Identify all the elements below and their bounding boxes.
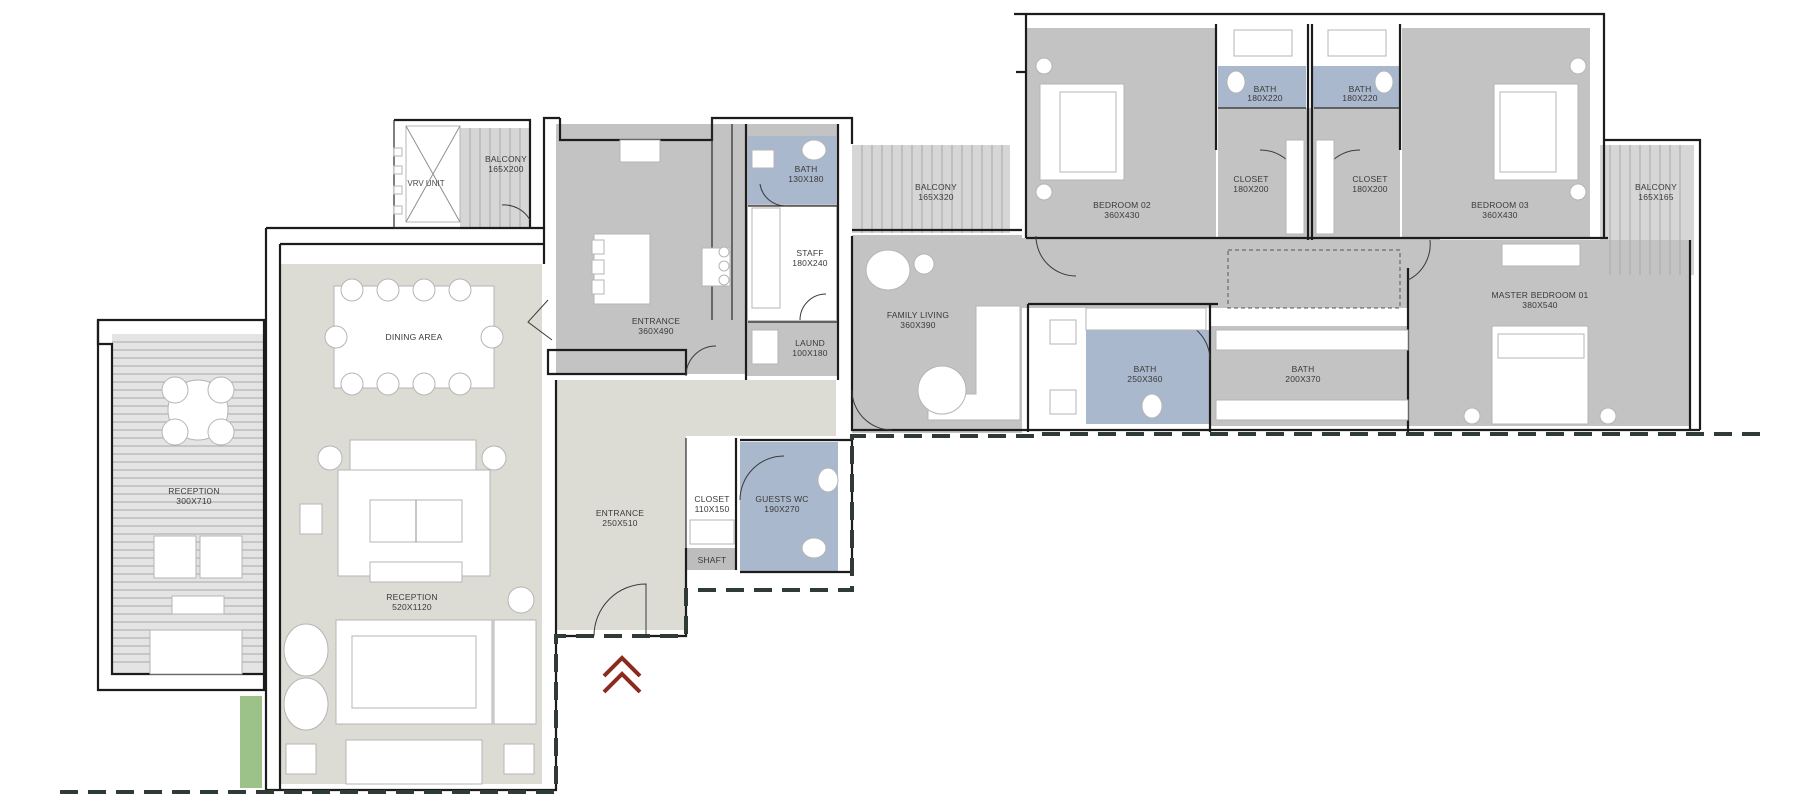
balcony-b-floor (852, 145, 1010, 233)
bath-a-name: BATH (795, 164, 818, 174)
closet-c-name: CLOSET (694, 494, 729, 504)
bedroom03-dims: 360X430 (1482, 210, 1518, 220)
reception-terrace-name: RECEPTION (168, 486, 219, 496)
reception-dims: 520X1120 (392, 602, 432, 612)
dining-name: DINING AREA (386, 332, 443, 342)
terrace-chair (207, 418, 235, 446)
entrance-kitchen-dims: 360X490 (638, 326, 674, 336)
closet-b-dims: 180X200 (1352, 184, 1388, 194)
entrance-floor-2 (686, 380, 836, 436)
balcony-a-dims: 165X200 (488, 164, 524, 174)
closet-b-name: CLOSET (1352, 174, 1387, 184)
dining-chairs (324, 278, 504, 396)
room-labels: BALCONY 165X200 VRV UNIT BATH 130X180 ST… (168, 84, 1677, 612)
master-dims: 380X540 (1522, 300, 1558, 310)
reception-terrace-dims: 300X710 (176, 496, 212, 506)
terrace-chair (161, 376, 189, 404)
staff-name: STAFF (796, 248, 823, 258)
bath-b-name: BATH (1254, 84, 1277, 94)
laund-dims: 100X180 (792, 348, 828, 358)
laund-name: LAUND (795, 338, 825, 348)
master-name: MASTER BEDROOM 01 (1492, 290, 1589, 300)
family-living-name: FAMILY LIVING (887, 310, 949, 320)
site-boundary (60, 432, 1760, 794)
bath-c-dims: 180X220 (1342, 93, 1378, 103)
bath-e-name: BATH (1292, 364, 1315, 374)
shaft-floor (686, 548, 736, 570)
reception-name: RECEPTION (386, 592, 437, 602)
balcony-a-name: BALCONY (485, 154, 527, 164)
shaft-name: SHAFT (698, 555, 727, 565)
planter (240, 696, 262, 788)
balcony-a-floor (460, 128, 530, 228)
staff-dims: 180X240 (792, 258, 828, 268)
guests-wc-dims: 190X270 (764, 504, 800, 514)
balcony-c-name: BALCONY (1635, 182, 1677, 192)
family-living-dims: 360X390 (900, 320, 936, 330)
bedroom02-name: BEDROOM 02 (1093, 200, 1151, 210)
bath-a-dims: 130X180 (788, 174, 824, 184)
entrance-floor (556, 380, 686, 630)
entrance-main-dims: 250X510 (602, 518, 638, 528)
hall-floor (1022, 238, 1440, 308)
bath-b-dims: 180X220 (1247, 93, 1283, 103)
entrance-main-name: ENTRANCE (596, 508, 644, 518)
guests-wc-name: GUESTS WC (755, 494, 808, 504)
balcony-b-dims: 165X320 (918, 192, 954, 202)
furniture (149, 29, 1617, 788)
bath-c-name: BATH (1349, 84, 1372, 94)
bedroom02-dims: 360X430 (1104, 210, 1140, 220)
bath-d-name: BATH (1134, 364, 1157, 374)
entrance-kitchen-name: ENTRANCE (632, 316, 680, 326)
terrace-chair (161, 418, 189, 446)
bedroom03-name: BEDROOM 03 (1471, 200, 1529, 210)
closet-a-dims: 180X200 (1233, 184, 1269, 194)
closet-a-name: CLOSET (1233, 174, 1268, 184)
bath-e-dims: 200X370 (1285, 374, 1321, 384)
terrace-chair (207, 376, 235, 404)
balcony-c-dims: 165X165 (1638, 192, 1674, 202)
entry-chevron-icon (602, 655, 642, 694)
bath-d-dims: 250X360 (1127, 374, 1163, 384)
balcony-b-name: BALCONY (915, 182, 957, 192)
vrv-name: VRV UNIT (407, 179, 444, 188)
closet-c-dims: 110X150 (695, 504, 730, 514)
